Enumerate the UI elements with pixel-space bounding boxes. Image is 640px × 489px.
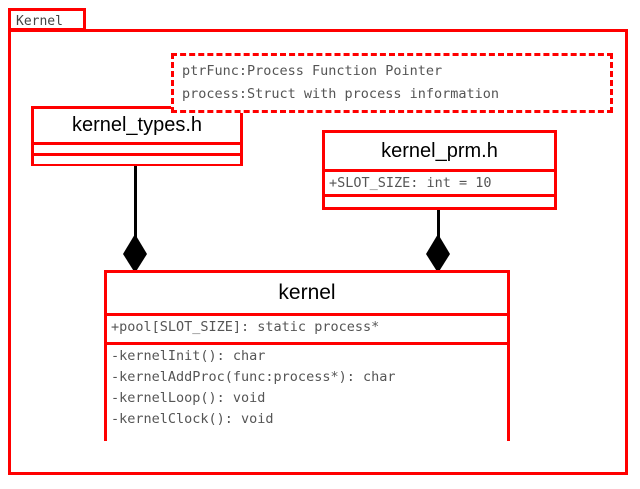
method-kernel-init: -kernelInit(): char (111, 348, 266, 364)
class-title-kernel-prm: kernel_prm.h (325, 133, 554, 169)
attribute-pool: +pool[SLOT_SIZE]: static process* (111, 319, 380, 335)
attribute-slot-size: +SLOT_SIZE: int = 10 (329, 175, 492, 191)
class-methods-kernel-types (34, 153, 240, 164)
class-box-kernel-prm[interactable]: kernel_prm.h +SLOT_SIZE: int = 10 (322, 130, 557, 210)
package-tab-label: Kernel (16, 14, 63, 29)
class-attributes-kernel-prm: +SLOT_SIZE: int = 10 (325, 169, 554, 194)
class-box-kernel-types[interactable]: kernel_types.h (31, 106, 243, 166)
class-title-kernel: kernel (107, 273, 507, 313)
note-box: ptrFunc:Process Function Pointer process… (171, 53, 613, 113)
class-attributes-kernel-types (34, 142, 240, 153)
class-methods-kernel: -kernelInit(): char -kernelAddProc(func:… (107, 342, 507, 441)
method-kernel-loop: -kernelLoop(): void (111, 390, 266, 406)
class-methods-kernel-prm (325, 194, 554, 207)
class-attributes-kernel: +pool[SLOT_SIZE]: static process* (107, 313, 507, 342)
package-tab: Kernel (8, 8, 86, 31)
class-box-kernel[interactable]: kernel +pool[SLOT_SIZE]: static process*… (104, 270, 510, 441)
method-kernel-clock: -kernelClock(): void (111, 411, 274, 427)
note-line-ptrfunc: ptrFunc:Process Function Pointer (182, 63, 443, 79)
method-kernel-add-proc: -kernelAddProc(func:process*): char (111, 369, 396, 385)
note-line-process: process:Struct with process information (182, 86, 499, 102)
class-title-kernel-types: kernel_types.h (34, 109, 240, 142)
